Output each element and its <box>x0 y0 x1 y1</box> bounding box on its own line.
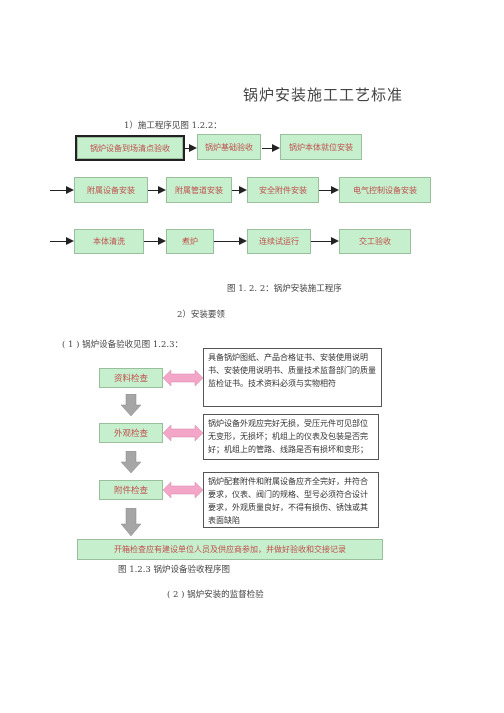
flow-box-handover: 交工验收 <box>339 229 411 254</box>
flow-arrow-icon <box>66 237 74 245</box>
acceptance-step-accessory-check: 附件检查 <box>99 480 163 500</box>
flow-box-trial-run: 连续试运行 <box>247 229 311 254</box>
pink-double-arrow-icon <box>163 425 203 441</box>
gray-down-arrow-icon <box>121 451 141 473</box>
flow-box-foundation: 锅炉基础验收 <box>197 134 261 160</box>
flow-arrow-line <box>232 190 240 191</box>
flow-arrow-icon <box>66 186 74 194</box>
flow-arrow-line <box>144 241 158 242</box>
acceptance-desc-appearance-check: 锅炉设备外观应完好无损，受压元件可见部位无变形，无损坏；机组上的仪表及包装是否完… <box>203 414 379 460</box>
flow-arrow-line <box>148 190 158 191</box>
gray-down-arrow-icon <box>121 394 141 416</box>
sub-2-text: ( 2 ) 锅炉安装的监督检验 <box>167 590 264 600</box>
acceptance-step-appearance-check: 外观检查 <box>99 423 163 443</box>
acceptance-step-data-check: 资料检查 <box>99 368 163 388</box>
figure-1-caption: 图 1. 2. 2：锅炉安装施工程序 <box>227 284 342 294</box>
sub-1-text: ( 1 ) 锅炉设备验收见图 1.2.3： <box>62 340 183 350</box>
flow-box-body-cleaning: 本体清洗 <box>74 229 144 254</box>
document-title: 锅炉安装施工工艺标准 <box>243 86 404 104</box>
flow-arrow-line <box>319 190 331 191</box>
flow-box-electrical-control: 电气控制设备安装 <box>339 177 431 203</box>
flow-arrow-line <box>50 190 66 191</box>
acceptance-final-note: 开箱检查应有建设单位人员及供应商参加，并做好验收和交接记录 <box>77 539 383 560</box>
pink-double-arrow-icon <box>163 482 203 498</box>
flow-arrow-line <box>262 148 273 149</box>
gray-down-arrow-icon <box>121 508 141 536</box>
step-1-text: 1）施工程序见图 1.2.2： <box>124 121 222 131</box>
pink-double-arrow-icon <box>163 370 203 386</box>
figure-2-caption: 图 1.2.3 锅炉设备验收程序图 <box>118 565 231 575</box>
flow-box-receiving: 锅炉设备到场清点验收 <box>75 135 185 161</box>
flow-arrow-icon <box>189 144 197 152</box>
acceptance-desc-accessory-check: 锅炉配套附件和附属设备应齐全完好，并符合要求，仪表、阀门的规格、型号必须符合设计… <box>203 472 379 528</box>
flow-arrow-line <box>311 241 331 242</box>
flow-arrow-icon <box>158 237 166 245</box>
flow-arrow-icon <box>272 144 280 152</box>
flow-arrow-icon <box>331 186 339 194</box>
flow-arrow-line <box>184 148 191 149</box>
flow-box-safety-accessories: 安全附件安装 <box>247 177 319 203</box>
flow-arrow-line <box>214 241 240 242</box>
flow-arrow-line <box>50 241 66 242</box>
flow-box-body-placement: 锅炉本体就位安装 <box>280 134 362 160</box>
flow-arrow-icon <box>239 186 247 194</box>
flow-arrow-icon <box>158 186 166 194</box>
flow-arrow-icon <box>331 237 339 245</box>
flow-arrow-icon <box>239 237 247 245</box>
acceptance-desc-data-check: 具备锅炉图纸、产品合格证书、安装使用说明书、安装使用说明书、质量技术监督部门的质… <box>203 348 382 407</box>
flow-box-boiling: 煮炉 <box>166 229 214 254</box>
step-2-text: 2）安装要领 <box>177 310 225 320</box>
flow-box-aux-piping: 附属管道安装 <box>166 177 232 203</box>
flow-box-aux-equipment: 附属设备安装 <box>74 177 148 203</box>
